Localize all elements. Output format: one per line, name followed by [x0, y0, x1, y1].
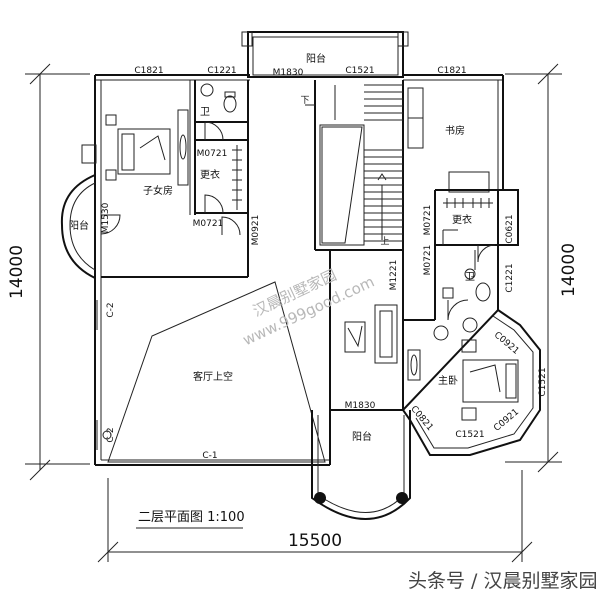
label-c1821-a: C1821	[134, 66, 163, 76]
room-study: 书房	[445, 124, 465, 137]
living-void	[96, 249, 403, 465]
label-m0721-d: M0721	[423, 245, 433, 276]
label-c1521-right: C1521	[538, 367, 548, 396]
label-c1221-b: C1221	[505, 263, 515, 292]
footer-credit: 头条号 / 汉晨别墅家园	[408, 570, 598, 592]
label-m0721-c: M0721	[423, 205, 433, 236]
label-c0621: C0621	[505, 214, 515, 243]
room-balcony-bottom: 阳台	[352, 430, 372, 443]
master-bedroom-walls	[401, 250, 541, 456]
outer-walls	[94, 74, 504, 466]
label-c1821-b: C1821	[437, 66, 466, 76]
child-room-walls	[81, 80, 249, 278]
label-m1530: M1530	[101, 202, 111, 233]
label-c1221-a: C1221	[207, 66, 236, 76]
label-c2-b: C-2	[106, 427, 116, 442]
stair-down: 下	[300, 96, 309, 106]
room-master-bedroom: 主卧	[438, 374, 458, 387]
room-balcony-top: 阳台	[306, 52, 326, 65]
label-m1830-top: M1830	[273, 68, 304, 78]
room-bath-right: 卫	[465, 272, 475, 283]
stair-up: 上	[380, 236, 389, 247]
label-c2-a: C-2	[106, 302, 116, 317]
label-c1: C-1	[202, 451, 217, 461]
label-c0821: C0821	[408, 404, 434, 433]
dimension-lines	[25, 63, 562, 563]
label-m0921-a: M0921	[251, 215, 261, 246]
label-c1521-bottom: C1521	[455, 430, 484, 440]
study-walls	[407, 87, 519, 321]
label-m0721-a: M0721	[197, 149, 228, 159]
room-bath-top: 卫	[200, 107, 210, 118]
balcony-left-curve	[60, 174, 96, 279]
room-closet-right: 更衣	[452, 213, 472, 226]
room-child: 子女房	[143, 184, 173, 197]
plan-title: 二层平面图 1:100	[138, 510, 245, 525]
room-balcony-left: 阳台	[69, 219, 89, 232]
room-living-void: 客厅上空	[193, 370, 233, 383]
label-m0721-b: M0721	[193, 219, 224, 229]
dimension-right: 14000	[559, 243, 579, 297]
label-m1830-bottom: M1830	[345, 401, 376, 411]
stair	[305, 80, 404, 250]
balcony-bottom	[311, 410, 411, 520]
watermark: 汉晨别墅家园 www.999good.com	[240, 266, 377, 349]
label-c1521-top: C1521	[345, 66, 374, 76]
label-c0921-a: C0921	[492, 330, 521, 356]
dimension-bottom: 15500	[288, 531, 342, 551]
balcony-top	[241, 31, 409, 78]
label-m1221: M1221	[389, 260, 399, 291]
dimension-left: 14000	[7, 245, 27, 299]
room-closet-top: 更衣	[200, 168, 220, 181]
